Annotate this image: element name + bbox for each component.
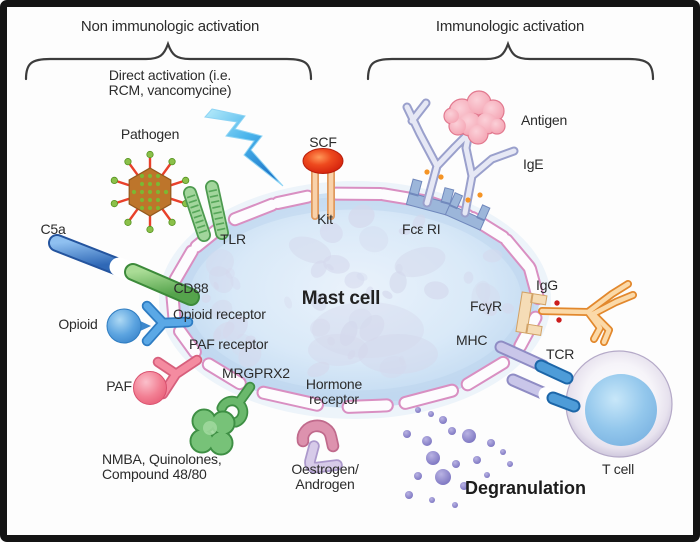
direct-activation-label: Direct activation (i.e. RCM, vancomycine…	[108, 67, 232, 99]
hormone-receptor-label: Hormone receptor	[305, 376, 363, 408]
degranulation-label: Degranulation	[465, 478, 587, 498]
degranulation-dots	[403, 407, 513, 508]
oestrogen-androgen-label: Oestrogen/ Androgen	[291, 461, 359, 493]
fc-gamma-r-label: FcγR	[470, 298, 502, 314]
mast-cell-body	[171, 192, 539, 408]
right-brace	[366, 40, 655, 81]
mast-cell-label: Mast cell	[301, 288, 381, 309]
c5a-label: C5a	[40, 221, 66, 237]
tcr-label: TCR	[546, 346, 575, 362]
igg-label: IgG	[536, 277, 558, 293]
kit-receptor-icon	[311, 168, 335, 220]
ige-glycan-dots	[424, 169, 483, 203]
non-immunologic-heading: Non immunologic activation	[80, 18, 260, 35]
fce-ri-receptor-icon	[405, 178, 491, 231]
fce-ri-label: Fcε RI	[402, 221, 441, 237]
opioid-label: Opioid	[58, 316, 98, 332]
pathogen-label: Pathogen	[120, 126, 180, 142]
immunologic-heading: Immunologic activation	[435, 18, 585, 35]
opioid-receptor-icon	[141, 300, 194, 347]
igg-antibody-icon	[538, 280, 637, 346]
hormone-receptor-icon	[296, 419, 340, 453]
cytoplasm-granules	[201, 204, 515, 379]
oestrogen-ligand-icon	[304, 440, 343, 474]
nmba-ligands-label: NMBA, Quinolones, Compound 48/80	[102, 451, 222, 483]
fc-gamma-r-receptor-icon	[515, 291, 548, 336]
mhc-tcr-icon	[494, 340, 581, 413]
paf-receptor-icon	[152, 354, 203, 400]
opioid-receptor-label: Opioid receptor	[173, 306, 266, 322]
antigen-icon	[443, 90, 506, 145]
t-cell-icon	[565, 350, 673, 458]
t-cell-label: T cell	[602, 461, 634, 477]
mrgprx2-receptor-icon	[216, 381, 256, 428]
ige-antibody-icon	[402, 98, 519, 218]
paf-ligand-icon	[133, 371, 167, 405]
cd88-label: CD88	[173, 280, 209, 296]
paf-receptor-label: PAF receptor	[189, 336, 269, 352]
kit-label: Kit	[317, 211, 333, 227]
mrgprx2-label: MRGPRX2	[222, 365, 290, 381]
scf-ligand-icon	[302, 148, 344, 174]
mhc-label: MHC	[456, 332, 488, 348]
cd88-receptor-icon	[124, 263, 200, 306]
igg-dots	[554, 300, 562, 323]
left-brace	[24, 40, 313, 81]
tlr-label: TLR	[220, 231, 246, 247]
opioid-ligand-icon	[106, 308, 151, 344]
pathogen-virus-icon	[110, 150, 190, 234]
tlr-receptor-icon	[183, 180, 229, 242]
scf-label: SCF	[309, 134, 337, 150]
paf-label: PAF	[106, 378, 132, 394]
antigen-label: Antigen	[521, 112, 568, 128]
lightning-icon	[204, 108, 284, 187]
ige-label: IgE	[523, 156, 544, 172]
nmba-ligand-icon	[189, 408, 236, 456]
